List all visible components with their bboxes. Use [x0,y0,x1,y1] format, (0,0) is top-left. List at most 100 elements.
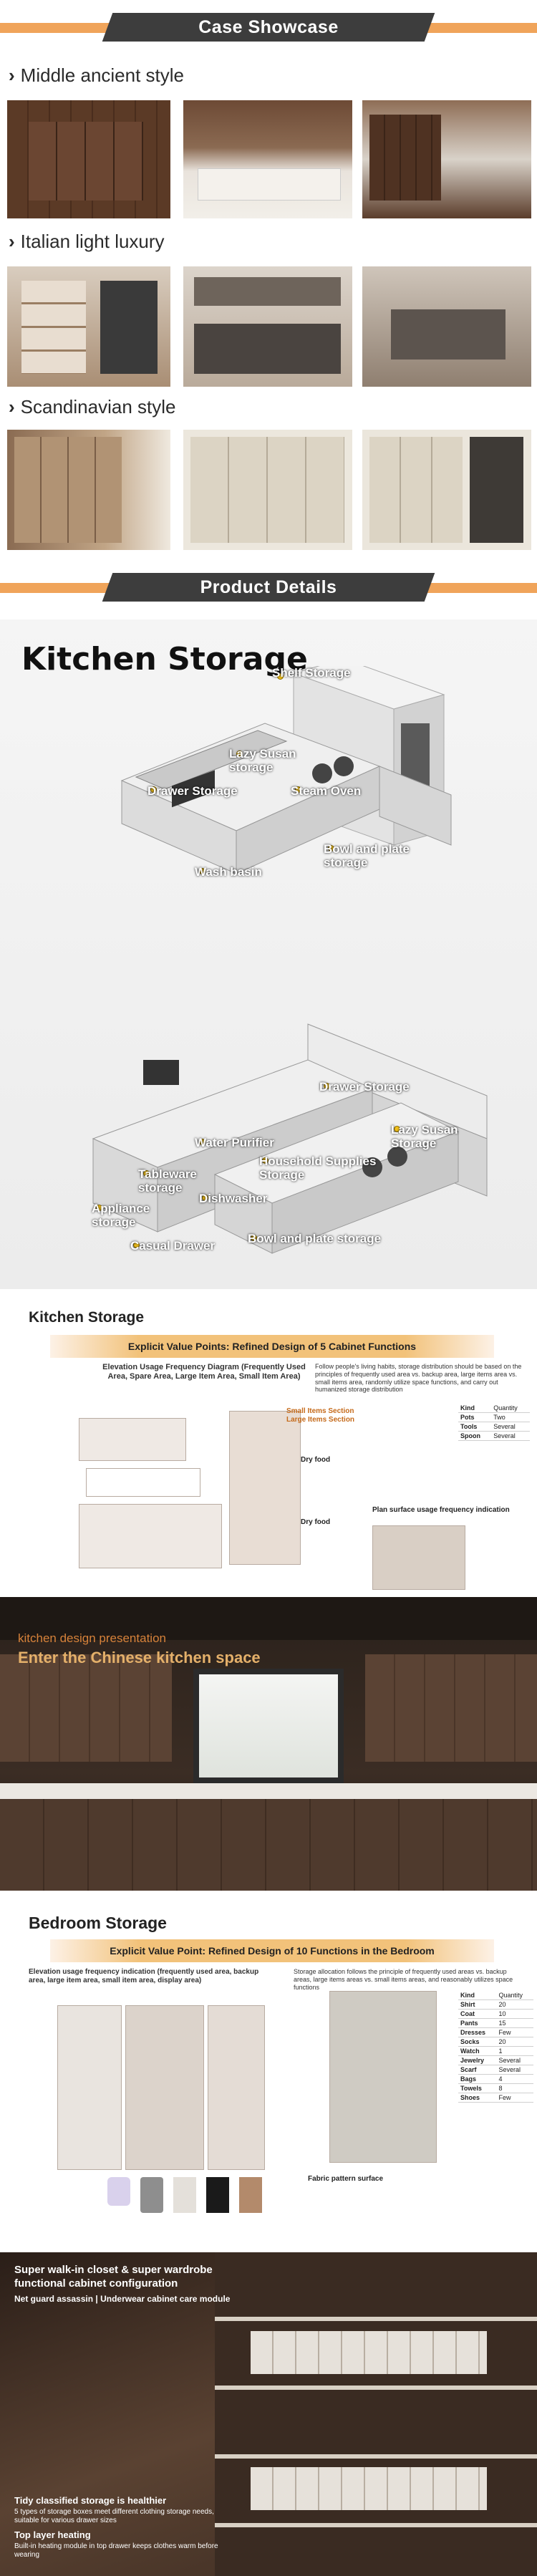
small-items-label: Small Items Section [286,1407,354,1415]
kitchen-panel-heading: Kitchen Storage [29,1309,145,1326]
accessories-row [107,2177,279,2220]
label-water-purifier: Water Purifier [195,1136,274,1149]
kitchen-value-ribbon: Explicit Value Points: Refined Design of… [50,1335,494,1358]
label-appliance-storage: Appliance storage [92,1202,150,1229]
fabric-pattern-label: Fabric pattern surface [308,2175,384,2183]
wardrobe-left [57,2005,122,2170]
case-showcase-banner: Case Showcase [0,6,537,49]
marker-dot [133,1242,140,1248]
base-cabinet [79,1504,222,1568]
kitchen-right-text: Follow people's living habits, storage d… [315,1363,522,1394]
wardrobe-photo[interactable] [0,2252,537,2576]
wardrobe-title: Super walk-in closet & super wardrobe fu… [14,2264,213,2290]
marker-dot [324,1083,330,1089]
plan-surface-label: Plan surface usage frequency indication [372,1506,510,1514]
label-lazy-susan: Lazy Susan storage [229,747,296,774]
wardrobe-right [208,2005,265,2170]
label-bowl-plate-top: Bowl and plate storage [324,842,410,869]
bedroom-diagram-title: Elevation usage frequency indication (fr… [29,1968,259,1984]
marker-dot [202,1195,208,1201]
style-label: Middle ancient style [20,64,185,86]
label-tableware-storage: Tableware storage [138,1167,197,1195]
marker-dot [295,786,301,793]
label-household-supplies: Household Supplies Storage [259,1154,377,1182]
photo-middle-ancient-1[interactable] [7,100,170,218]
photo-italian-1[interactable] [7,266,170,387]
kitchen-plan-render [372,1525,465,1590]
marker-dot [328,845,334,852]
marker-dot [262,1157,268,1164]
suitcase-icon [140,2177,163,2213]
dry-food-label-2: Dry food [301,1518,331,1526]
wardrobe-point-1-text: 5 types of storage boxes meet different … [14,2508,214,2524]
kitchen-presentation-title: Enter the Chinese kitchen space [18,1649,261,1666]
coat-icon [239,2177,262,2213]
shirt-icon [173,2177,196,2213]
product-details-banner: Product Details [0,566,537,609]
label-bowl-plate-bottom: Bowl and plate storage [248,1232,382,1245]
chevron-right-icon: › [9,396,15,418]
bedroom-value-ribbon: Explicit Value Point: Refined Design of … [50,1939,494,1962]
wardrobe-point-2-title: Top layer heating [14,2529,91,2540]
tall-cabinet [229,1411,301,1565]
label-casual-drawer: Casual Drawer [130,1239,216,1253]
marker-dot [150,786,157,793]
kitchen-diagram-title: Elevation Usage Frequency Diagram (Frequ… [102,1363,306,1381]
label-shelf-storage: Shelf Storage [272,666,351,680]
wardrobe-doors [329,1991,437,2163]
counter [86,1468,200,1497]
marker-dot [143,1170,150,1177]
kitchen-presentation-subtitle: kitchen design presentation [18,1631,166,1645]
bedroom-right-text: Storage allocation follows the principle… [294,1968,513,1991]
photo-middle-ancient-3[interactable] [362,100,531,218]
photo-scandinavian-2[interactable] [183,430,352,550]
marker-dot [251,1235,257,1241]
marker-dot [199,1139,205,1145]
photo-middle-ancient-2[interactable] [183,100,352,218]
case-showcase-title: Case Showcase [198,17,339,37]
marker-dot [394,1126,400,1132]
wall-cabinet [79,1418,186,1461]
label-drawer-storage-bottom: Drawer Storage [319,1080,410,1094]
kitchen-presentation-photo[interactable] [0,1597,537,1891]
photo-scandinavian-3[interactable] [362,430,531,550]
chevron-right-icon: › [9,64,15,86]
style-label: Italian light luxury [20,231,165,252]
wardrobe-sub: Net guard assassin | Underwear cabinet c… [14,2294,231,2304]
style-heading-2: › Italian light luxury [9,231,165,253]
photo-italian-2[interactable] [183,266,352,387]
wardrobe-point-2-text: Built-in heating module in top drawer ke… [14,2542,218,2559]
label-wash-basin: Wash basin [195,865,262,879]
marker-dot [199,868,205,874]
chevron-right-icon: › [9,231,15,252]
bedroom-storage-heading: Bedroom Storage [29,1914,167,1932]
style-heading-1: › Middle ancient style [9,64,184,87]
style-heading-3: › Scandinavian style [9,396,175,418]
label-drawer-storage-top: Drawer Storage [147,784,238,798]
photo-italian-3[interactable] [362,266,531,387]
jacket-icon [206,2177,229,2213]
large-items-label: Large Items Section [286,1416,355,1424]
marker-dot [96,1205,102,1211]
kitchen-storage-title: Kitchen Storage [21,641,308,677]
marker-dot [277,673,284,680]
dry-food-label: Dry food [301,1456,331,1464]
bag-icon [107,2177,130,2206]
photo-scandinavian-1[interactable] [7,430,170,550]
